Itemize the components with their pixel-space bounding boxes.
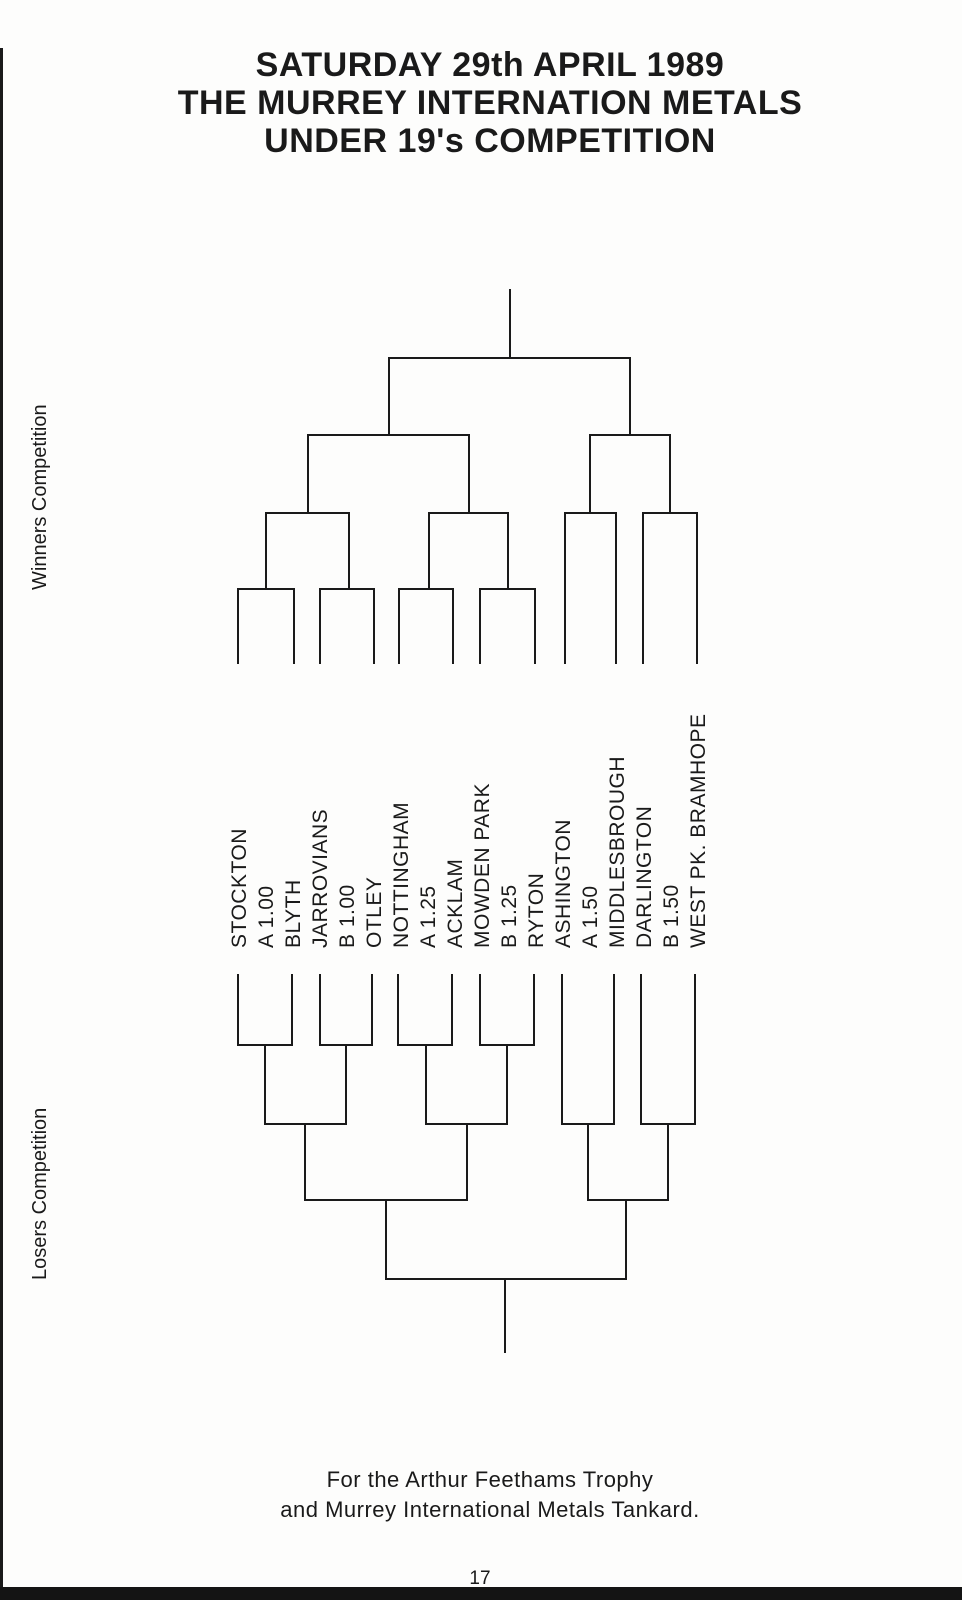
bracket-entry: DARLINGTON xyxy=(633,805,656,948)
winners-semi-2 xyxy=(589,434,671,514)
page-title: SATURDAY 29th APRIL 1989 THE MURREY INTE… xyxy=(130,46,850,160)
bracket-entry: BLYTH xyxy=(282,879,305,948)
bracket-entry: A 1.25 xyxy=(417,885,440,948)
winners-r1-match-4 xyxy=(479,588,536,664)
winners-r1-match-2 xyxy=(319,588,375,664)
losers-semi-2 xyxy=(587,1123,669,1201)
bracket-entry: MIDDLESBROUGH xyxy=(606,755,629,948)
bracket-entry: B 1.50 xyxy=(660,884,683,948)
bracket-entry: B 1.00 xyxy=(336,884,359,948)
left-margin-rule xyxy=(0,48,3,1588)
trophy-caption: For the Arthur Feethams Trophy and Murre… xyxy=(180,1465,800,1525)
bracket-entry: ACKLAM xyxy=(444,858,467,948)
title-line-competition: UNDER 19's COMPETITION xyxy=(264,122,716,160)
bracket-entry: NOTTINGHAM xyxy=(390,801,413,948)
bracket-entry: OTLEY xyxy=(363,876,386,948)
bracket-entry: MOWDEN PARK xyxy=(471,783,494,948)
trophy-caption-line-1: For the Arthur Feethams Trophy xyxy=(326,1467,654,1492)
title-line-sponsor: THE MURREY INTERNATION METALS xyxy=(177,84,803,122)
bracket-entry: B 1.25 xyxy=(498,884,521,948)
losers-r2-match-2 xyxy=(425,1044,508,1125)
losers-r1-match-4 xyxy=(479,974,535,1046)
losers-semi-1 xyxy=(304,1123,468,1201)
losers-r1-match-2 xyxy=(319,974,373,1046)
winners-r1-match-6 xyxy=(642,512,698,664)
title-line-date: SATURDAY 29th APRIL 1989 xyxy=(255,46,725,84)
winners-semi-1 xyxy=(307,434,470,514)
winners-r2-match-2 xyxy=(428,512,509,590)
winners-r1-match-3 xyxy=(398,588,454,664)
bracket-entry: A 1.50 xyxy=(579,885,602,948)
trophy-caption-line-2: and Murrey International Metals Tankard. xyxy=(280,1497,700,1522)
winners-r2-match-1 xyxy=(265,512,350,590)
page-number: 17 xyxy=(469,1568,491,1589)
losers-r1-match-6 xyxy=(640,974,696,1125)
bracket-entry: RYTON xyxy=(525,872,548,948)
losers-final xyxy=(385,1199,627,1280)
losers-r1-match-3 xyxy=(397,974,453,1046)
winners-r1-match-5 xyxy=(564,512,617,664)
bracket-entry: JARROVIANS xyxy=(309,808,332,948)
bracket-entry: WEST PK. BRAMHOPE xyxy=(687,713,710,949)
bracket-entry: ASHINGTON xyxy=(552,819,575,948)
losers-r1-match-1 xyxy=(237,974,293,1046)
bracket-entry: STOCKTON xyxy=(228,828,251,948)
losers-r2-match-1 xyxy=(264,1044,347,1125)
bottom-edge-band xyxy=(0,1587,962,1600)
losers-r1-match-5 xyxy=(561,974,615,1125)
bracket-entry: A 1.00 xyxy=(255,885,278,948)
winners-r1-match-1 xyxy=(237,588,295,664)
winners-final xyxy=(388,357,631,436)
